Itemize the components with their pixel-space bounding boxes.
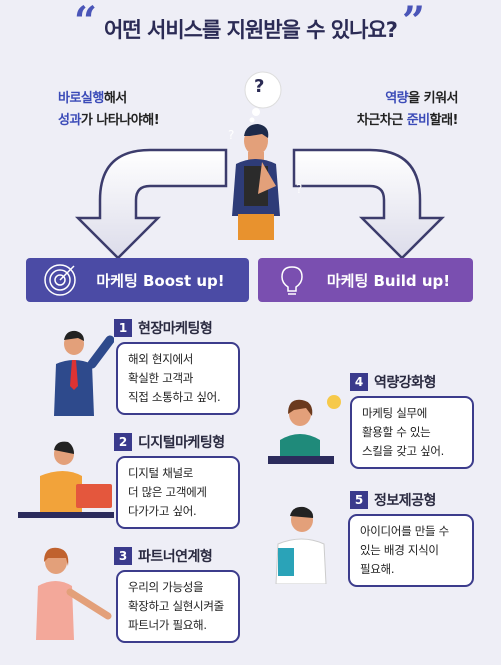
bubble-line: 필요해. xyxy=(360,562,395,576)
question-mark-left: ? xyxy=(228,128,235,142)
left-intro-rest-2: 가 나타나야해! xyxy=(80,113,160,128)
bubble-line: 확장하고 실현시켜줄 xyxy=(128,599,224,613)
service-name: 정보제공형 xyxy=(374,493,436,509)
bubble-line: 아이디어를 만들 수 xyxy=(360,524,449,538)
bubble-line: 우리의 가능성을 xyxy=(128,580,204,594)
businessman-illustration xyxy=(54,330,114,416)
bubble-line: 파트너가 필요해. xyxy=(128,618,207,632)
service-5-speech-bubble: 아이디어를 만들 수 있는 배경 지식이 필요해. xyxy=(348,514,474,587)
right-intro-text: 역량을 키워서 차근차근 준비할래! xyxy=(340,88,459,132)
service-3-speech-bubble: 우리의 가능성을 확장하고 실현시켜줄 파트너가 필요해. xyxy=(116,570,240,643)
bubble-line: 해외 현지에서 xyxy=(128,352,194,366)
lightbulb-icon xyxy=(327,395,341,409)
bubble-line: 있는 배경 지식이 xyxy=(360,543,439,557)
boost-up-label: 마케팅 Boost up! xyxy=(96,271,225,290)
build-up-label: 마케팅 Build up! xyxy=(326,271,451,290)
left-intro-text: 바로실행해서 성과가 나타나야해! xyxy=(58,88,160,132)
right-intro-rest-2: 할래! xyxy=(429,113,459,128)
service-2-speech-bubble: 디지털 채널로 더 많은 고객에게 다가가고 싶어. xyxy=(116,456,240,529)
service-2-heading: 2 디지털마케팅형 xyxy=(114,432,225,452)
service-4-heading: 4 역량강화형 xyxy=(350,372,436,392)
left-intro-rest-1: 해서 xyxy=(103,91,127,106)
left-split-arrow xyxy=(74,148,228,260)
bubble-line: 활용할 수 있는 xyxy=(362,425,431,439)
right-split-arrow xyxy=(292,148,446,260)
reading-man-illustration xyxy=(275,506,327,584)
service-name: 현장마케팅형 xyxy=(138,321,213,337)
thought-bubble-icon xyxy=(244,71,282,109)
right-intro-prefix-2: 차근차근 xyxy=(356,113,407,128)
bubble-line: 확실한 고객과 xyxy=(128,371,194,385)
right-intro-rest-1: 을 키워서 xyxy=(408,91,458,106)
service-1-speech-bubble: 해외 현지에서 확실한 고객과 직접 소통하고 싶어. xyxy=(116,342,240,415)
service-number-badge: 3 xyxy=(114,547,132,565)
bubble-line: 스킬을 갖고 싶어. xyxy=(362,444,445,458)
partner-woman-illustration xyxy=(36,547,112,640)
bubble-line: 디지털 채널로 xyxy=(128,466,194,480)
question-mark-top: ? xyxy=(254,76,265,97)
service-3-heading: 3 파트너연계형 xyxy=(114,546,213,566)
left-intro-highlight-2: 성과 xyxy=(58,113,81,128)
service-number-badge: 4 xyxy=(350,373,368,391)
service-name: 파트너연계형 xyxy=(138,549,213,565)
bubble-line: 다가가고 싶어. xyxy=(128,504,197,518)
page-title: 어떤 서비스를 지원받을 수 있나요? xyxy=(104,18,398,42)
question-mark-right: ? xyxy=(296,182,303,196)
service-name: 디지털마케팅형 xyxy=(138,435,225,451)
bubble-line: 더 많은 고객에게 xyxy=(128,485,207,499)
service-5-heading: 5 정보제공형 xyxy=(350,490,436,510)
bubble-line: 마케팅 실무에 xyxy=(362,406,428,420)
build-up-track-banner: 마케팅 Build up! xyxy=(258,258,473,302)
open-quote-mark: “ xyxy=(74,0,98,45)
right-intro-highlight-2: 준비 xyxy=(406,113,430,128)
service-1-heading: 1 현장마케팅형 xyxy=(114,318,213,338)
studying-woman-illustration xyxy=(268,395,341,464)
bubble-line: 직접 소통하고 싶어. xyxy=(128,390,221,404)
service-number-badge: 5 xyxy=(350,491,368,509)
laptop-worker-illustration xyxy=(18,441,114,518)
target-icon xyxy=(38,258,82,302)
service-number-badge: 1 xyxy=(114,319,132,337)
lightbulb-icon xyxy=(270,258,314,302)
service-4-speech-bubble: 마케팅 실무에 활용할 수 있는 스킬을 갖고 싶어. xyxy=(350,396,474,469)
boost-up-track-banner: 마케팅 Boost up! xyxy=(26,258,249,302)
left-intro-highlight-1: 바로실행 xyxy=(58,91,104,106)
thinking-person-illustration xyxy=(232,71,282,240)
right-intro-highlight-1: 역량 xyxy=(385,91,409,106)
service-name: 역량강화형 xyxy=(374,375,436,391)
service-number-badge: 2 xyxy=(114,433,132,451)
close-quote-mark: ” xyxy=(402,0,426,45)
